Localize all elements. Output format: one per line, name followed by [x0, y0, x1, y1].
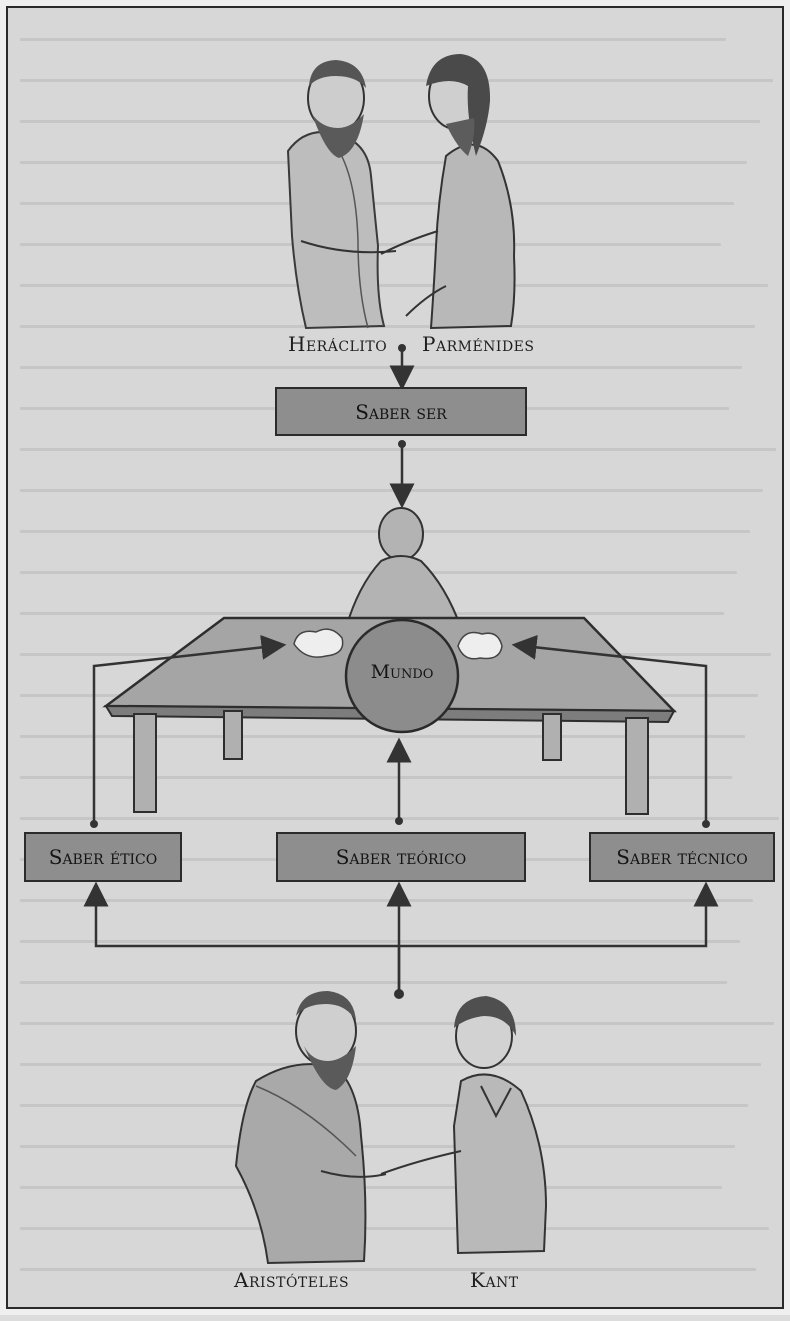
- background-text-line: [20, 981, 727, 984]
- background-text-line: [20, 940, 740, 943]
- background-text-line: [20, 284, 768, 287]
- saber-ser-box: Saber ser: [275, 387, 527, 436]
- parmenides-label: Parménides: [422, 332, 535, 356]
- background-text-line: [20, 79, 773, 82]
- background-text-line: [20, 202, 734, 205]
- kant-figure: [380, 996, 548, 1255]
- background-text-line: [20, 1186, 722, 1189]
- mundo-label: Mundo: [370, 661, 434, 683]
- saber-tecnico-box: Saber técnico: [589, 832, 775, 882]
- saber-teorico-box: Saber teórico: [276, 832, 526, 882]
- aristoteles-figure: [234, 991, 387, 1265]
- background-text-line: [20, 38, 726, 41]
- background-text-line: [20, 776, 732, 779]
- background-text-line: [20, 448, 776, 451]
- diagram-artwork: [83, 54, 719, 1265]
- seated-figure: [344, 507, 463, 629]
- kant-label: Kant: [470, 1268, 519, 1292]
- background-text-line: [20, 1063, 761, 1066]
- background-text-line: [20, 120, 760, 123]
- background-text-line: [20, 325, 755, 328]
- globe: [344, 618, 460, 734]
- background-text-line: [20, 1227, 769, 1230]
- background-text-line: [20, 735, 745, 738]
- heraclito-figure: [286, 60, 397, 330]
- background-text-line: [20, 1104, 748, 1107]
- heraclito-label: Heráclito: [288, 332, 388, 356]
- aristoteles-label: Aristóteles: [234, 1268, 350, 1292]
- background-text-line: [20, 1022, 774, 1025]
- background-text-line: [20, 1268, 756, 1271]
- background-text-line: [20, 1145, 735, 1148]
- background-text-line: [20, 366, 742, 369]
- parmenides-figure: [380, 54, 516, 330]
- saber-etico-box: Saber ético: [24, 832, 182, 882]
- background-text-line: [20, 161, 747, 164]
